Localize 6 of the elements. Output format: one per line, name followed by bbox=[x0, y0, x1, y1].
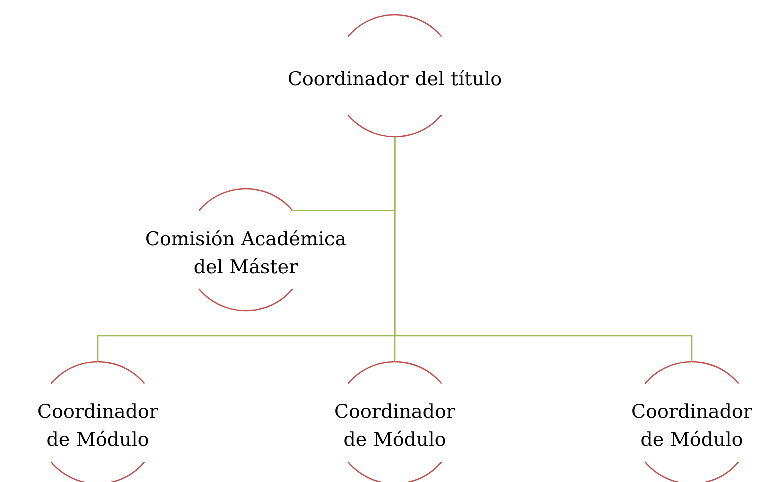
circle-node: Coordinador de Módulo bbox=[336, 361, 456, 482]
circle-node: Coordinador de Módulo bbox=[632, 361, 752, 482]
circle-node: Coordinador de Módulo bbox=[38, 361, 158, 482]
circle-node: Coordinador del título bbox=[288, 14, 502, 138]
circle-node: Comisión Académica del Máster bbox=[146, 188, 346, 312]
connector-line bbox=[394, 137, 693, 362]
